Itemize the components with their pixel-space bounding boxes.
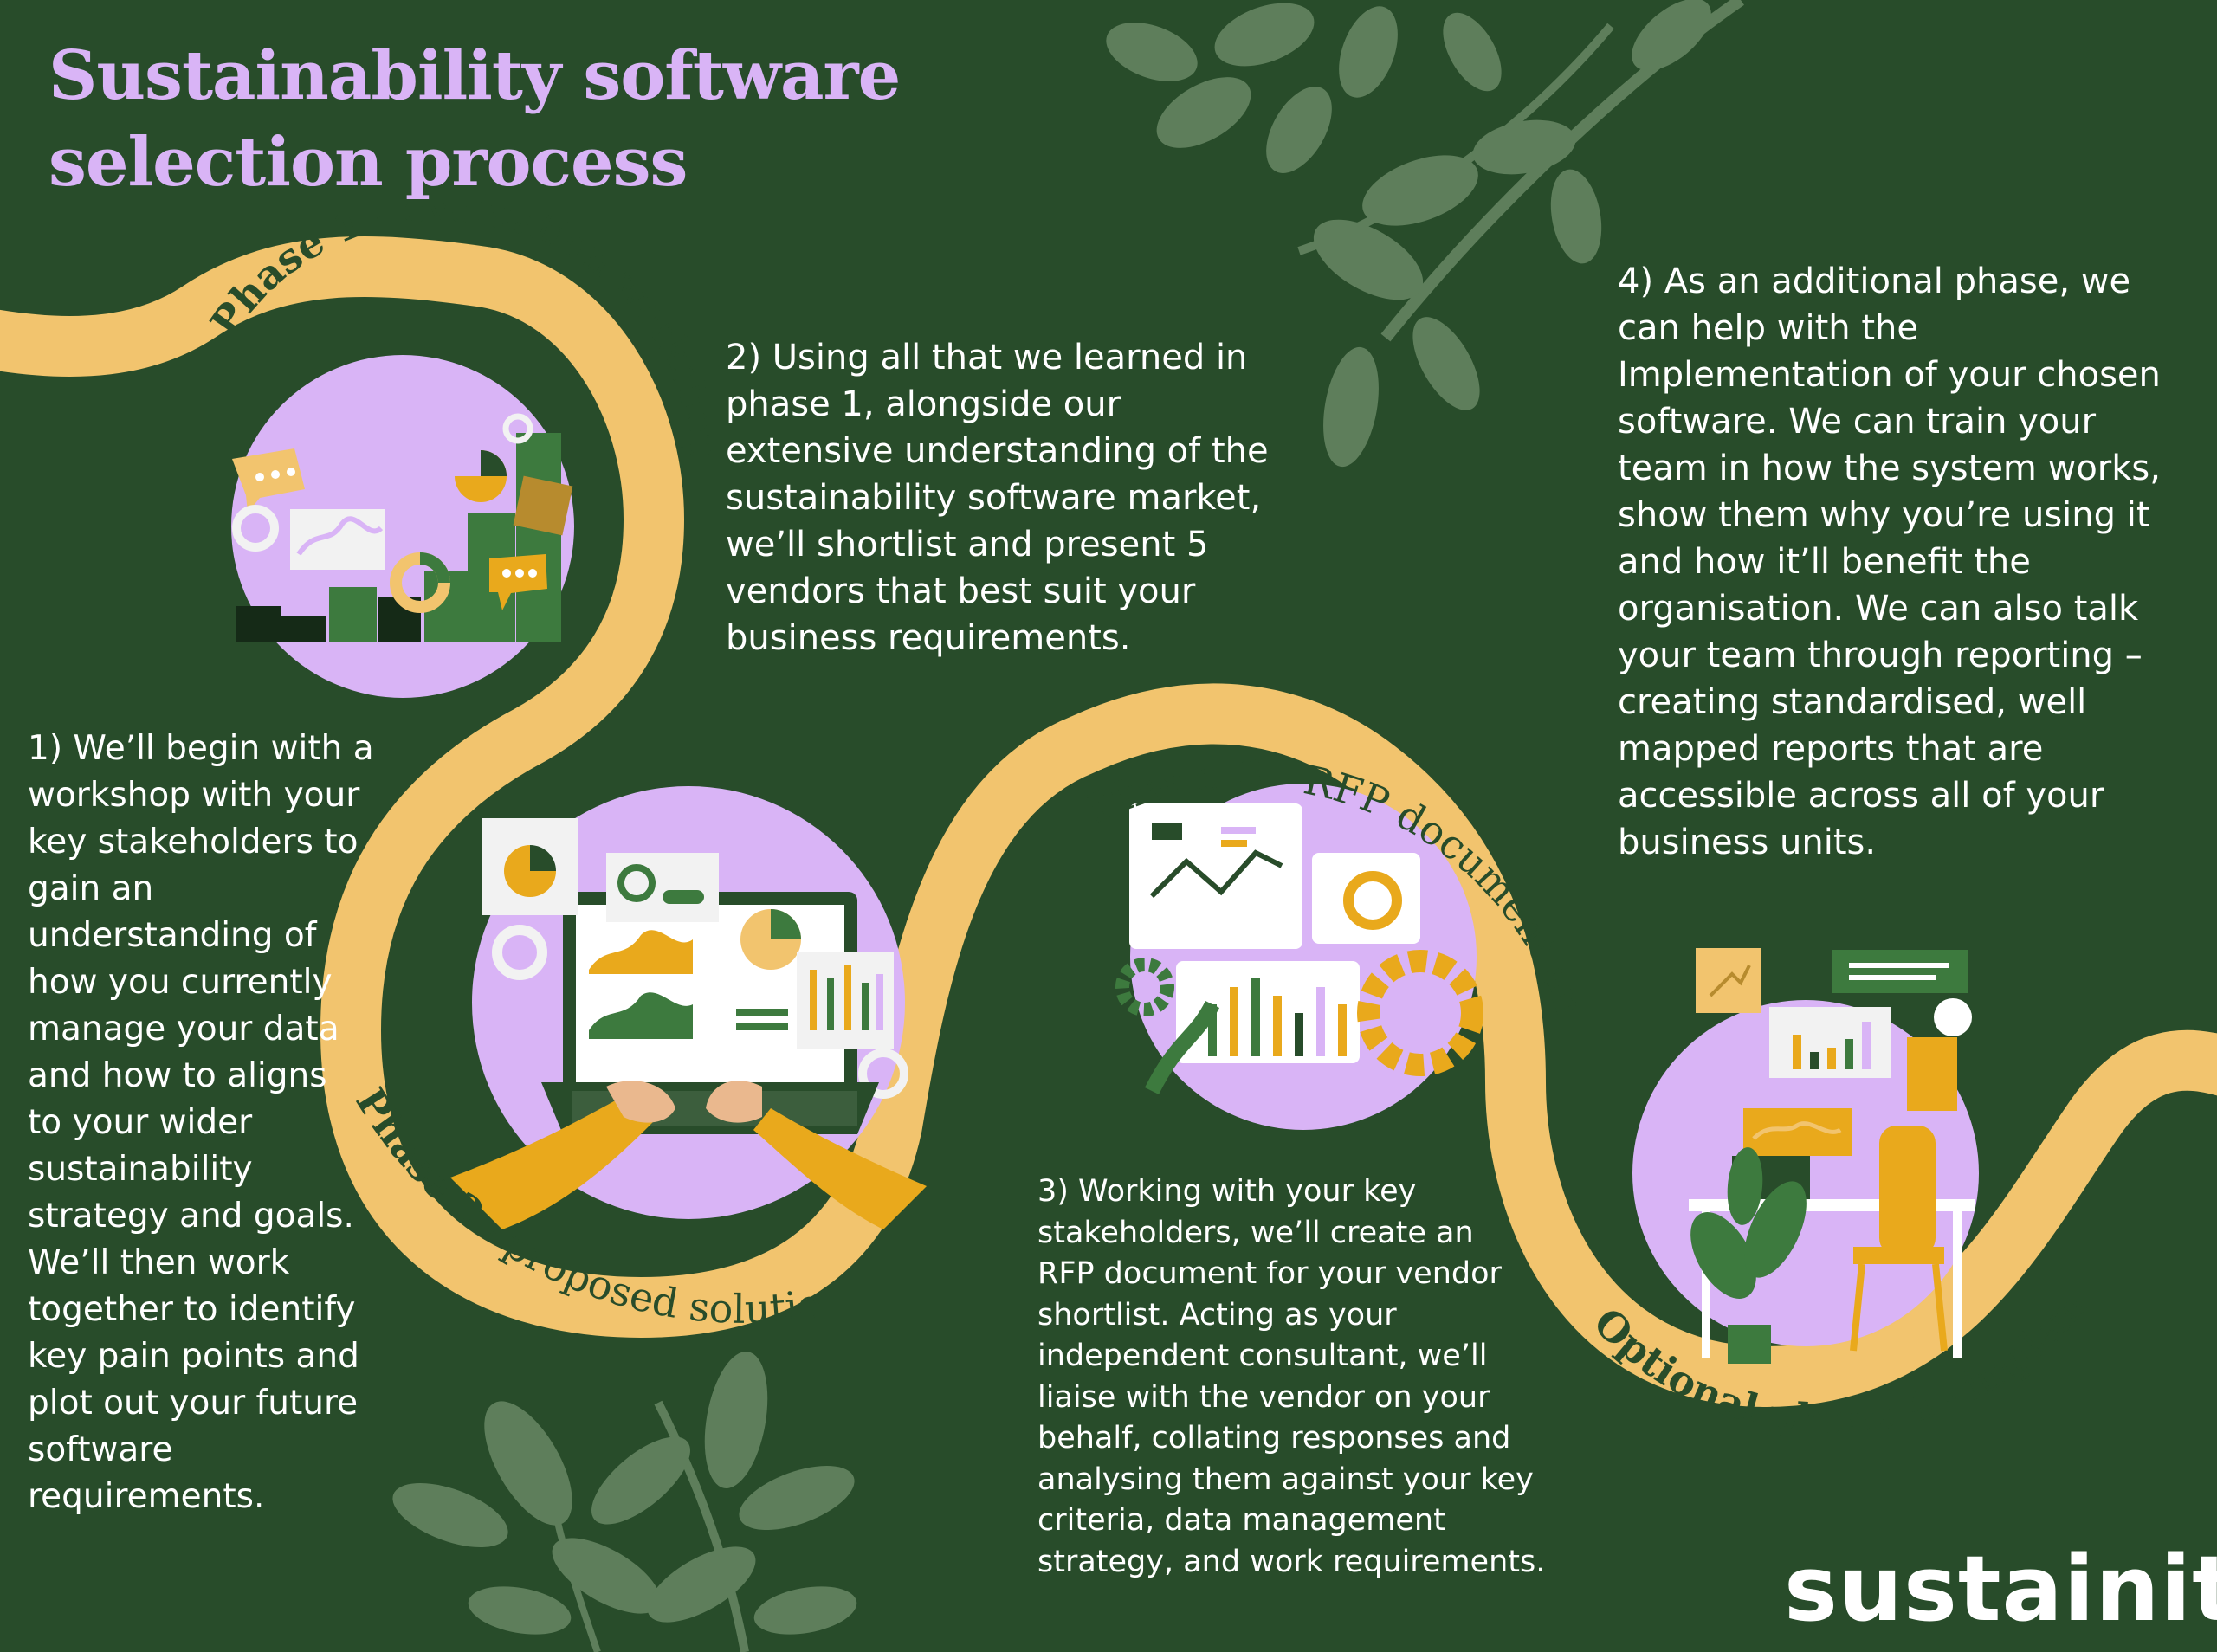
description-line: liaise with the vendor on your — [1037, 1379, 1490, 1415]
description-line: organisation. We can also talk — [1618, 589, 2139, 629]
description-line: We’ll then work — [28, 1243, 290, 1282]
description-line: criteria, data management — [1037, 1503, 1445, 1538]
description-line: phase 1, alongside our — [726, 384, 1121, 424]
description-line: Implementation of your chosen — [1618, 355, 2161, 395]
description-line: can help with the — [1618, 308, 1918, 348]
description-line: stakeholders, we’ll create an — [1037, 1215, 1474, 1250]
description-line: understanding of — [28, 916, 317, 955]
page-title: Sustainability software selection proces… — [48, 33, 901, 206]
description-line: your team through reporting – — [1618, 636, 2143, 675]
description-line: accessible across all of your — [1618, 776, 2104, 816]
description-line: business units. — [1618, 823, 1877, 862]
description-line: how you currently — [28, 963, 333, 1002]
description-line: to your wider — [28, 1103, 253, 1142]
description-line: mapped reports that are — [1618, 729, 2044, 769]
title-line-2: selection process — [48, 123, 688, 202]
winding-path — [0, 236, 2217, 1408]
description-line: manage your data — [28, 1010, 339, 1049]
step2-description: 2) Using all that we learned in phase 1, … — [726, 334, 1269, 661]
description-line: independent consultant, we’ll — [1037, 1339, 1488, 1373]
description-line: business requirements. — [726, 618, 1131, 658]
description-line: key pain points and — [28, 1337, 359, 1376]
step3-description: 3) Working with your key stakeholders, we… — [1037, 1171, 1545, 1583]
description-line: and how to aligns — [28, 1056, 327, 1095]
description-line: extensive understanding of the — [726, 431, 1269, 471]
title-line-1: Sustainability software — [48, 36, 901, 115]
description-line: we’ll shortlist and present 5 — [726, 525, 1209, 565]
description-line: shortlist. Acting as your — [1037, 1297, 1397, 1333]
leaf-decoration — [1106, 0, 1744, 468]
phase4-illustration — [1632, 948, 1979, 1364]
description-line: strategy, and work requirements. — [1037, 1544, 1546, 1579]
description-line: workshop with your — [28, 776, 360, 815]
phase2-illustration — [450, 786, 927, 1229]
description-line: 4) As an additional phase, we — [1618, 261, 2131, 301]
step4-description: 4) As an additional phase, we can help wi… — [1618, 258, 2161, 866]
description-line: requirements. — [28, 1477, 265, 1516]
description-line: strategy and goals. — [28, 1197, 354, 1236]
description-line: creating standardised, well — [1618, 682, 2087, 722]
description-line: key stakeholders to — [28, 823, 359, 861]
description-line: together to identify — [28, 1290, 356, 1329]
description-line: analysing them against your key — [1037, 1462, 1534, 1497]
phase1-illustration — [231, 355, 574, 698]
description-line: sustainability software market, — [726, 478, 1262, 518]
description-line: software — [28, 1430, 173, 1469]
description-line: 3) Working with your key — [1037, 1174, 1417, 1209]
description-line: team in how the system works, — [1618, 448, 2161, 488]
phase3-illustration — [1115, 784, 1483, 1130]
description-line: plot out your future — [28, 1384, 359, 1423]
description-line: gain an — [28, 869, 154, 908]
step1-description: 1) We’ll begin with a workshop with your k… — [28, 726, 374, 1520]
description-line: RFP document for your vendor — [1037, 1256, 1502, 1291]
description-line: sustainability — [28, 1150, 253, 1189]
description-line: behalf, collating responses and — [1037, 1421, 1511, 1455]
description-line: show them why you’re using it — [1618, 495, 2150, 535]
sustainit-logo: sustainit — [1784, 1536, 2217, 1642]
description-line: vendors that best suit your — [726, 571, 1196, 611]
description-line: software. We can train your — [1618, 402, 2097, 442]
leaf-decoration — [392, 1351, 857, 1652]
description-line: and how it’ll benefit the — [1618, 542, 2031, 582]
description-line: 2) Using all that we learned in — [726, 338, 1248, 378]
description-line: 1) We’ll begin with a — [28, 729, 374, 768]
